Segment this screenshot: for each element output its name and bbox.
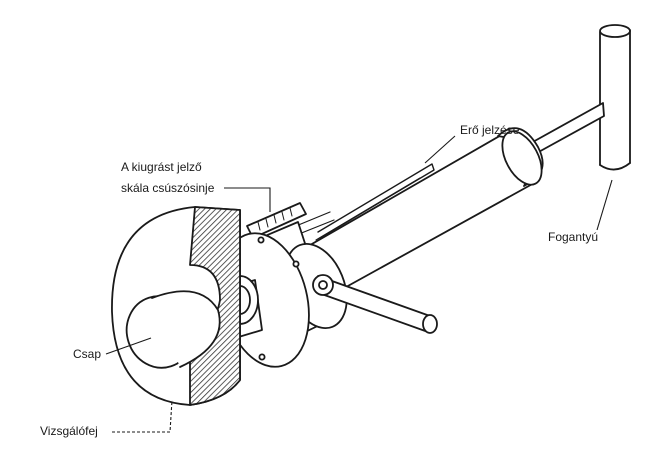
pin (125, 290, 221, 369)
leader-vizsgalofej (112, 399, 173, 433)
leader-csap (105, 337, 152, 355)
label-handle: Fogantyú (548, 230, 599, 244)
label-force-indicator: Erő jelzése (460, 123, 520, 137)
leader-fogantyu (596, 179, 613, 231)
side-lever (312, 274, 438, 334)
handle-bar (599, 24, 631, 171)
label-pin: Csap (73, 347, 102, 361)
label-test-head: Vizsgálófej (40, 424, 98, 438)
leader-kiugras (224, 187, 271, 212)
handle-rod (530, 102, 605, 155)
leader-ero (424, 135, 456, 164)
label-slider-line1: A kiugrást jelző (121, 160, 202, 174)
label-slider-line2: skála csúszósinje (121, 181, 215, 195)
